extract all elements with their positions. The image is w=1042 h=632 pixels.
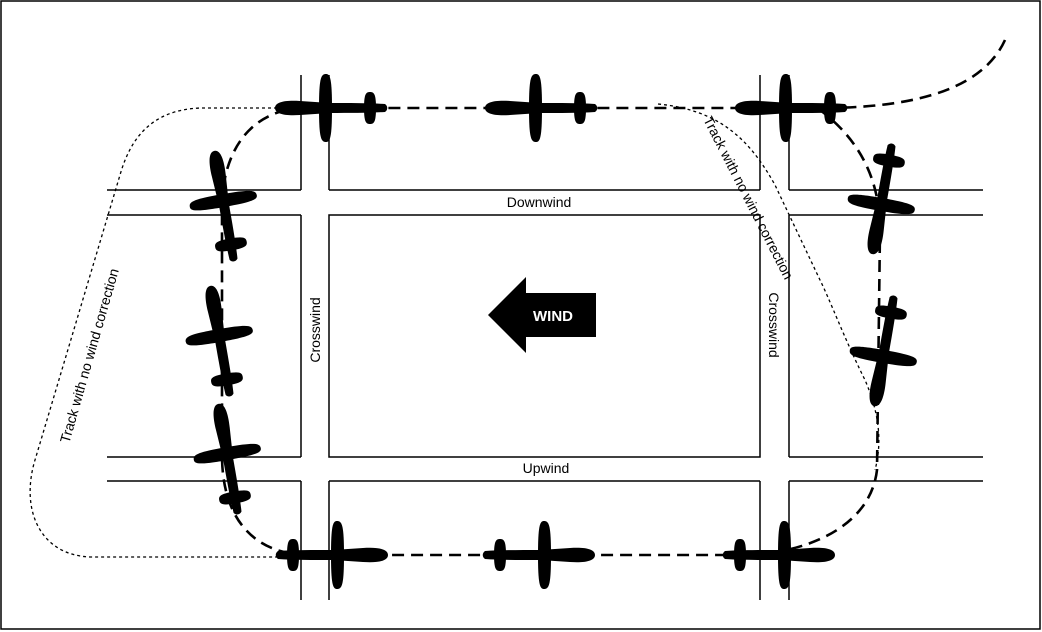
airplane-bottom-right-icon bbox=[722, 521, 835, 589]
central-field bbox=[328, 214, 761, 458]
airplane-bottom-center-icon bbox=[482, 521, 595, 589]
airplane-bottom-left-icon bbox=[275, 521, 388, 589]
airplane-top-center-icon bbox=[485, 74, 598, 142]
airplane-top-right-icon bbox=[735, 74, 848, 142]
downwind-label: Downwind bbox=[507, 194, 572, 210]
airplane-right-lower-icon bbox=[840, 289, 928, 413]
no-correction-track-left bbox=[29, 107, 301, 558]
upwind-label: Upwind bbox=[523, 460, 570, 476]
airplane-top-left-icon bbox=[275, 74, 388, 142]
wind-arrow-icon bbox=[488, 277, 596, 353]
crosswind-left-label: Crosswind bbox=[307, 297, 323, 362]
crosswind-right-label: Crosswind bbox=[766, 292, 782, 357]
airplane-left-middle-icon bbox=[176, 279, 264, 403]
traffic-pattern-track bbox=[220, 39, 1007, 557]
airplane-left-lower-icon bbox=[184, 397, 272, 521]
no-correction-track-right bbox=[657, 103, 880, 471]
airplane-left-upper-icon bbox=[180, 144, 268, 268]
wind-label: WIND bbox=[533, 308, 573, 325]
airplane-right-upper-icon bbox=[838, 137, 926, 261]
